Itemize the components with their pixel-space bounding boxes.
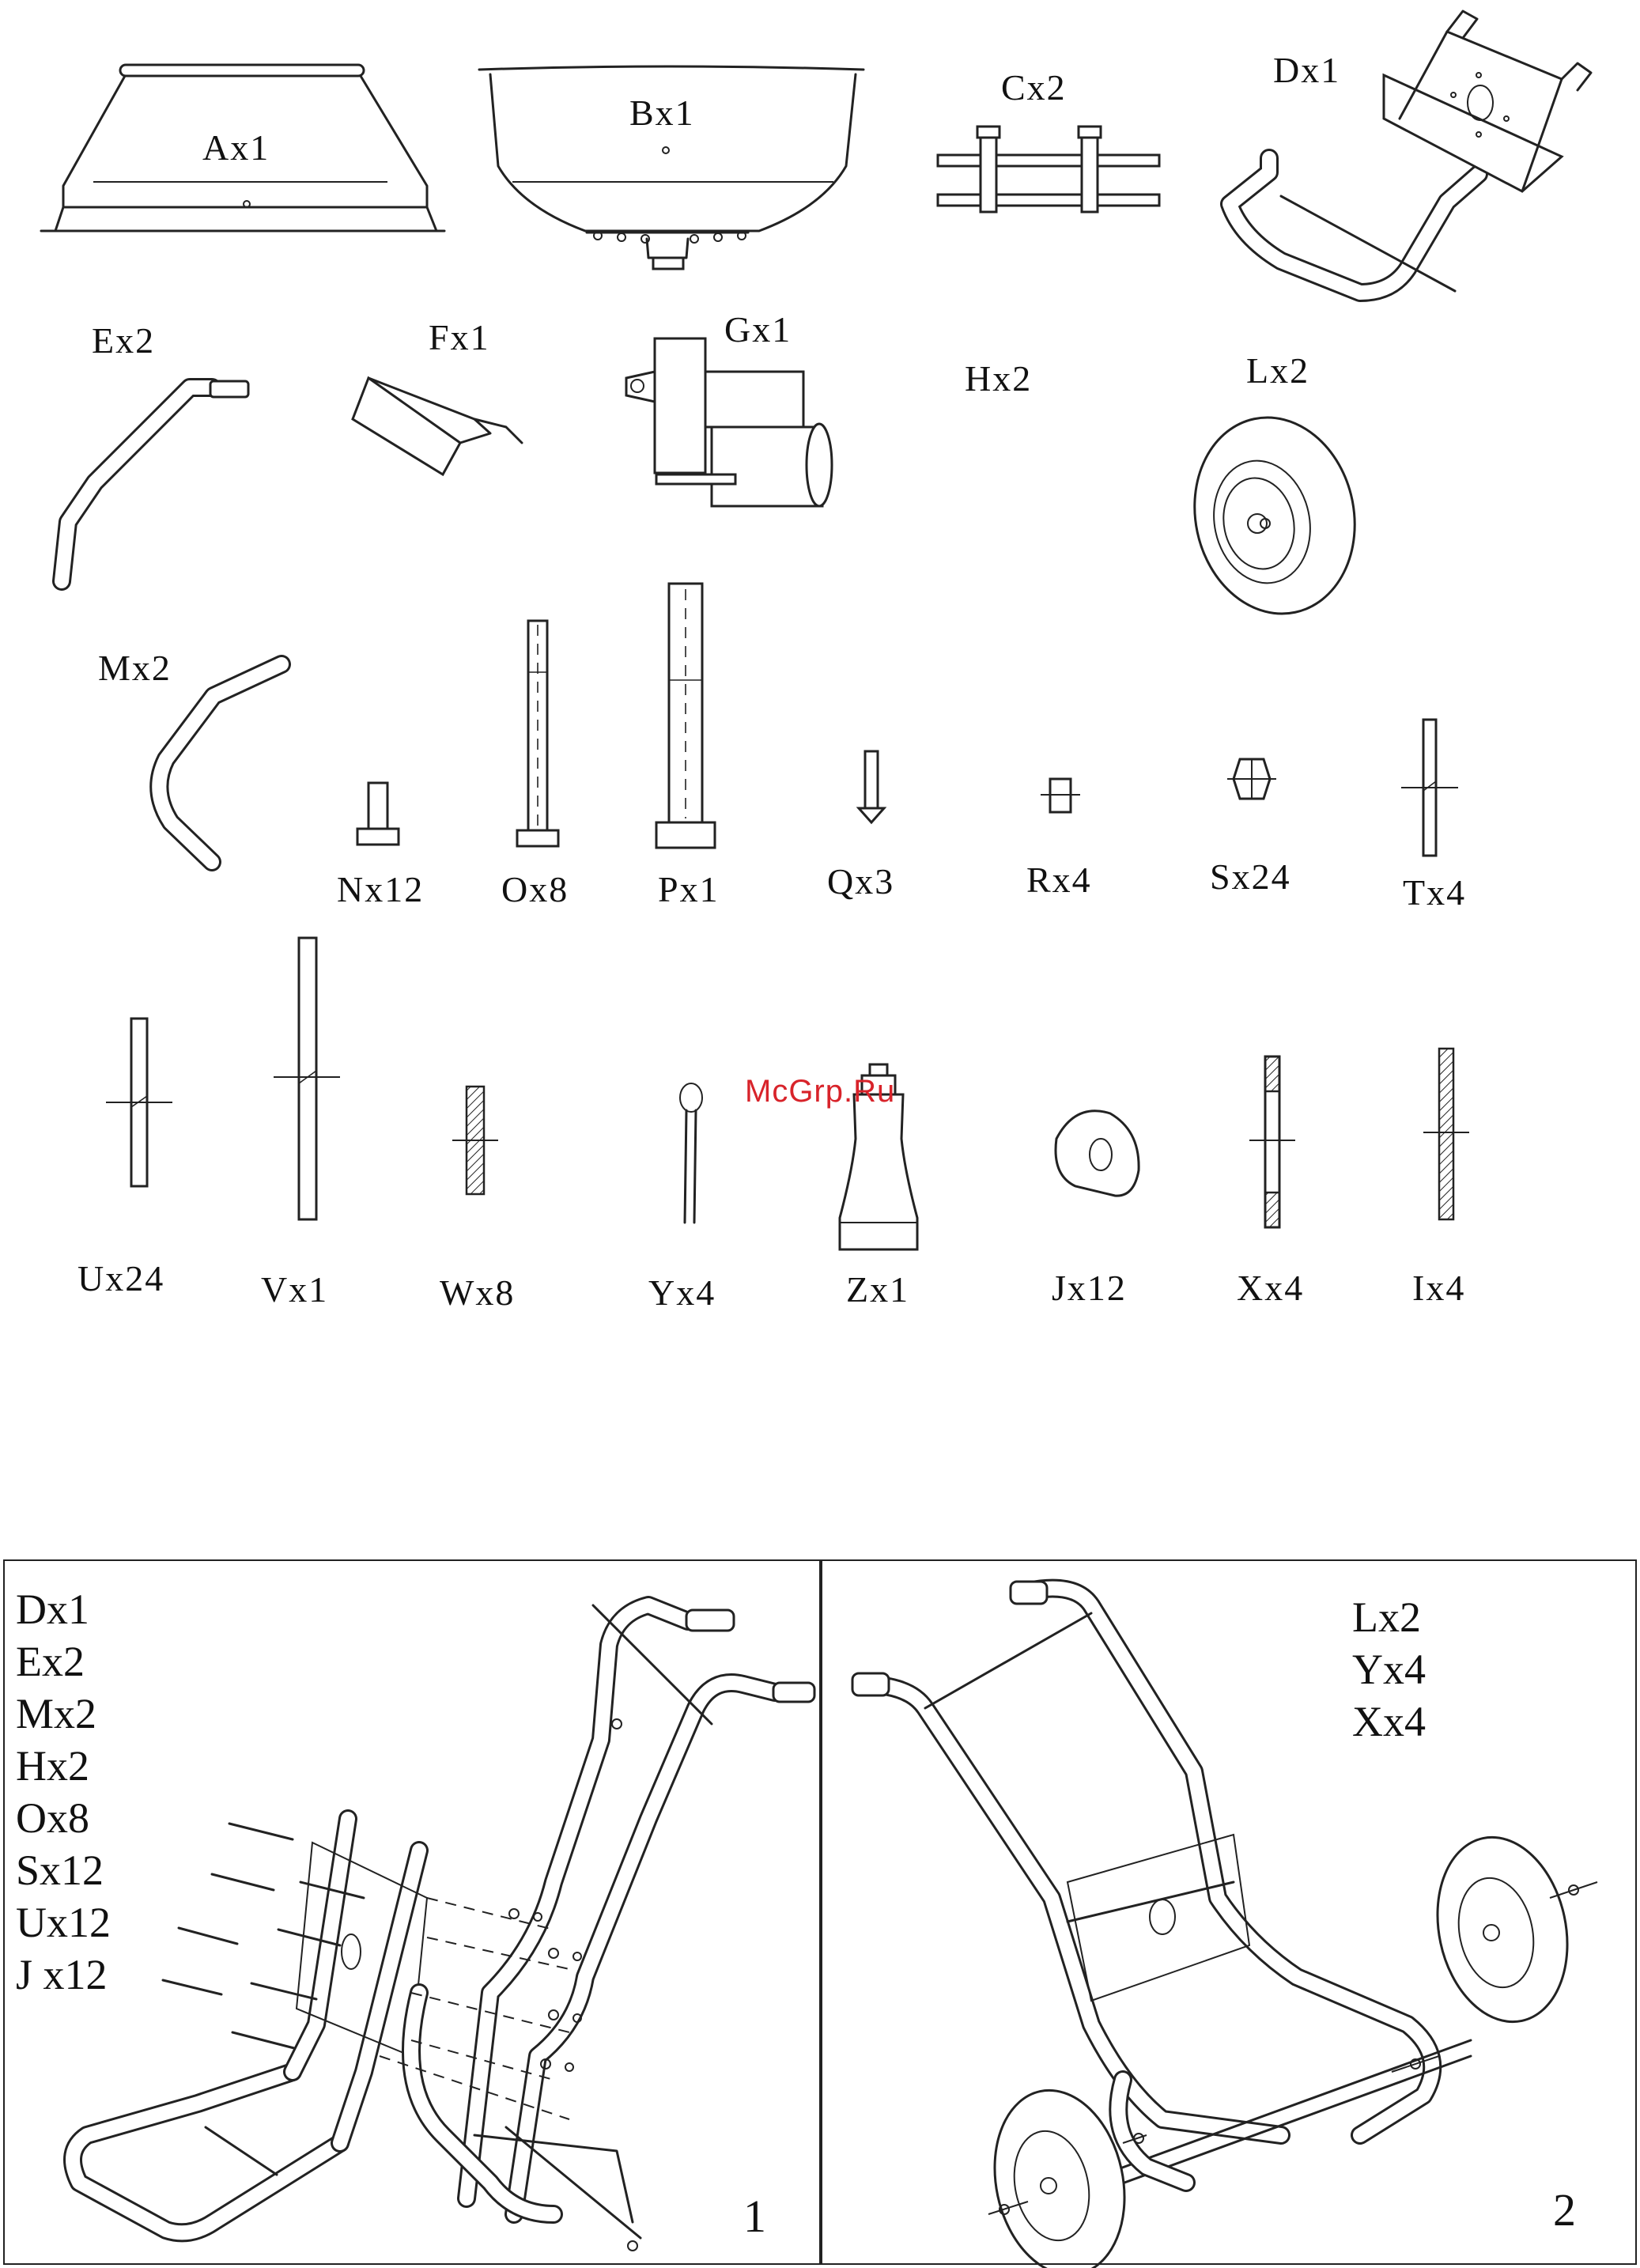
part-label-v: Vx1: [261, 1272, 328, 1308]
part-label-y: Yx4: [648, 1275, 716, 1311]
part-label-a: Ax1: [202, 130, 270, 166]
part-label-c: Cx2: [1001, 70, 1067, 106]
step-2-panel: Lx2 Yx4 Xx4 2: [819, 1559, 1637, 2265]
part-label-r: Rx4: [1026, 862, 1092, 898]
step-1-panel: Dx1 Ex2 Mx2 Hx2 Ox8 Sx12 Ux12 J x12 1: [3, 1559, 822, 2265]
part-label-s: Sx24: [1210, 859, 1291, 895]
step-1-number: 1: [743, 2194, 766, 2240]
step-1-parts-list: Dx1 Ex2 Mx2 Hx2 Ox8 Sx12 Ux12 J x12: [16, 1583, 111, 2001]
part-label-n: Nx12: [337, 871, 424, 908]
part-label-g: Gx1: [724, 312, 792, 348]
part-label-d: Dx1: [1273, 52, 1340, 89]
step-2-part: Lx2: [1352, 1591, 1426, 1643]
part-label-q: Qx3: [827, 864, 894, 900]
part-label-u: Ux24: [77, 1261, 164, 1297]
part-i-spacer: [1423, 1049, 1469, 1219]
part-v-washer: [274, 938, 340, 1219]
part-label-e: Ex2: [92, 323, 155, 359]
part-label-o: Ox8: [501, 871, 569, 908]
part-f-cover: [353, 378, 522, 474]
part-m-tube: [159, 664, 282, 862]
step-2-number: 2: [1553, 2187, 1576, 2233]
part-u-washer: [106, 1019, 172, 1186]
step-1-part: Ox8: [16, 1792, 111, 1844]
part-label-t: Tx4: [1403, 875, 1466, 911]
step-2-part: Yx4: [1352, 1643, 1426, 1695]
part-l-wheel: [1177, 403, 1373, 629]
part-label-b: Bx1: [629, 95, 695, 131]
step-1-part: Ux12: [16, 1896, 111, 1949]
part-o-bolt: [517, 621, 558, 846]
step-1-part: Dx1: [16, 1583, 111, 1635]
part-h-rod: [854, 399, 1060, 514]
part-label-l: Lx2: [1246, 353, 1309, 389]
part-p-bolt: [656, 584, 715, 848]
step-1-part: Hx2: [16, 1740, 111, 1792]
part-label-f: Fx1: [429, 319, 490, 356]
part-y-pin: [680, 1083, 702, 1223]
part-n-bolt: [357, 783, 399, 845]
part-w-spacer: [452, 1087, 498, 1194]
part-label-z: Zx1: [846, 1272, 909, 1308]
part-label-h: Hx2: [965, 361, 1032, 397]
part-label-w: Wx8: [440, 1275, 515, 1311]
step-1-part: J x12: [16, 1949, 111, 2001]
part-g-motor: [626, 338, 832, 506]
step-1-part: Sx12: [16, 1844, 111, 1896]
part-x-spacer: [1249, 1057, 1295, 1227]
part-r-nut: [1041, 779, 1080, 812]
part-label-p: Px1: [658, 871, 720, 908]
part-label-x: Xx4: [1237, 1270, 1304, 1306]
part-s-nut: [1227, 759, 1276, 799]
step-1-part: Ex2: [16, 1635, 111, 1688]
part-label-m: Mx2: [98, 650, 172, 686]
part-j-plate: [1056, 1111, 1139, 1196]
part-e-handle: [62, 381, 248, 581]
part-label-j: Jx12: [1052, 1270, 1127, 1306]
step-1-part: Mx2: [16, 1688, 111, 1740]
part-c-bracket: [938, 127, 1159, 212]
part-t-washer: [1401, 720, 1458, 856]
part-q-screw: [859, 751, 884, 822]
watermark: McGrp.Ru: [745, 1075, 895, 1107]
step-2-parts-list: Lx2 Yx4 Xx4: [1352, 1591, 1426, 1748]
part-label-i: Ix4: [1412, 1270, 1465, 1306]
step-2-part: Xx4: [1352, 1695, 1426, 1748]
